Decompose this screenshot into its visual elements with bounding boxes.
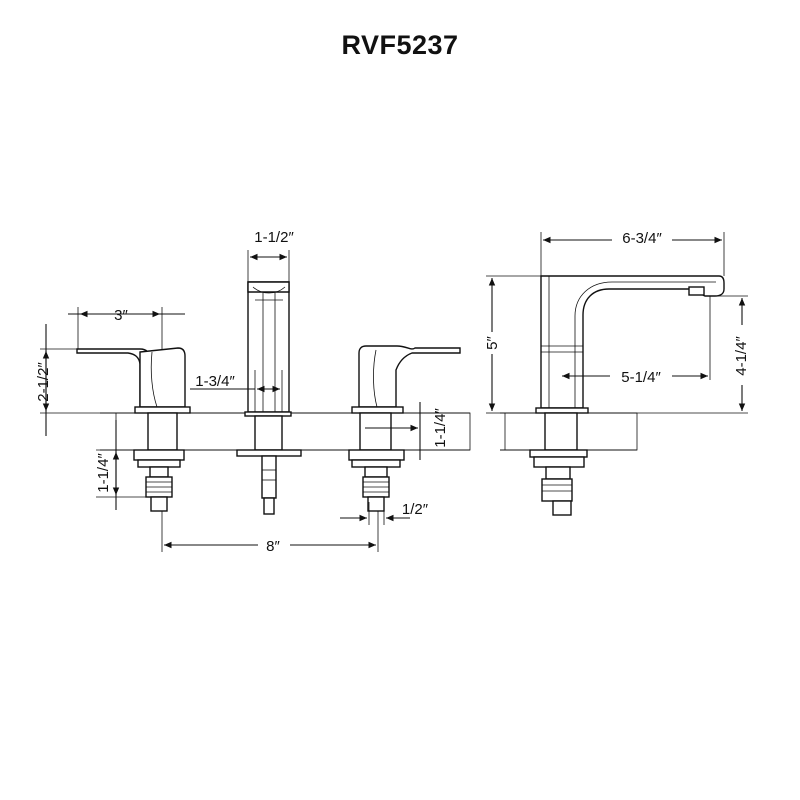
dim-deck-thickness: 1-1/4″ (365, 402, 449, 460)
label-supply-diameter: 1/2″ (402, 501, 429, 518)
dim-inner-reach: 5-1/4″ (562, 296, 711, 386)
front-view: 1-1/2″ 3″ 2-1/2″ 1-3/4″ (35, 229, 471, 555)
dim-spout-clearance: 4-1/4″ (637, 295, 750, 414)
label-spout-width: 1-1/2″ (254, 229, 294, 246)
dim-handle-length: 3″ (68, 307, 185, 349)
right-handle (348, 345, 461, 512)
dim-reach: 6-3/4″ (540, 228, 725, 276)
label-spout-base: 1-3/4″ (195, 373, 235, 390)
center-spout (236, 281, 302, 515)
dim-spout-width: 1-1/2″ (247, 229, 294, 282)
dim-shank-length: 1-1/4″ (95, 420, 146, 510)
dim-handle-height: 2-1/2″ (35, 324, 110, 436)
label-spout-clearance: 4-1/4″ (733, 336, 750, 376)
label-spread: 8″ (266, 538, 280, 555)
dim-spout-base: 1-3/4″ (190, 370, 283, 412)
label-spout-height: 5″ (484, 335, 501, 349)
dim-spout-height: 5″ (484, 275, 541, 414)
dim-spread: 8″ (161, 511, 379, 555)
label-reach: 6-3/4″ (622, 230, 662, 247)
left-handle (76, 347, 191, 512)
side-spout (529, 275, 725, 516)
label-handle-length: 3″ (114, 307, 128, 324)
label-handle-height: 2-1/2″ (35, 362, 52, 402)
side-view: 6-3/4″ 5″ 4-1/4″ 5-1/4″ (484, 228, 750, 516)
label-deck-thickness: 1-1/4″ (432, 408, 449, 448)
dim-supply-diameter: 1/2″ (340, 501, 429, 525)
label-shank-length: 1-1/4″ (95, 453, 112, 493)
label-inner-reach: 5-1/4″ (621, 369, 661, 386)
model-title: RVF5237 (341, 30, 459, 60)
